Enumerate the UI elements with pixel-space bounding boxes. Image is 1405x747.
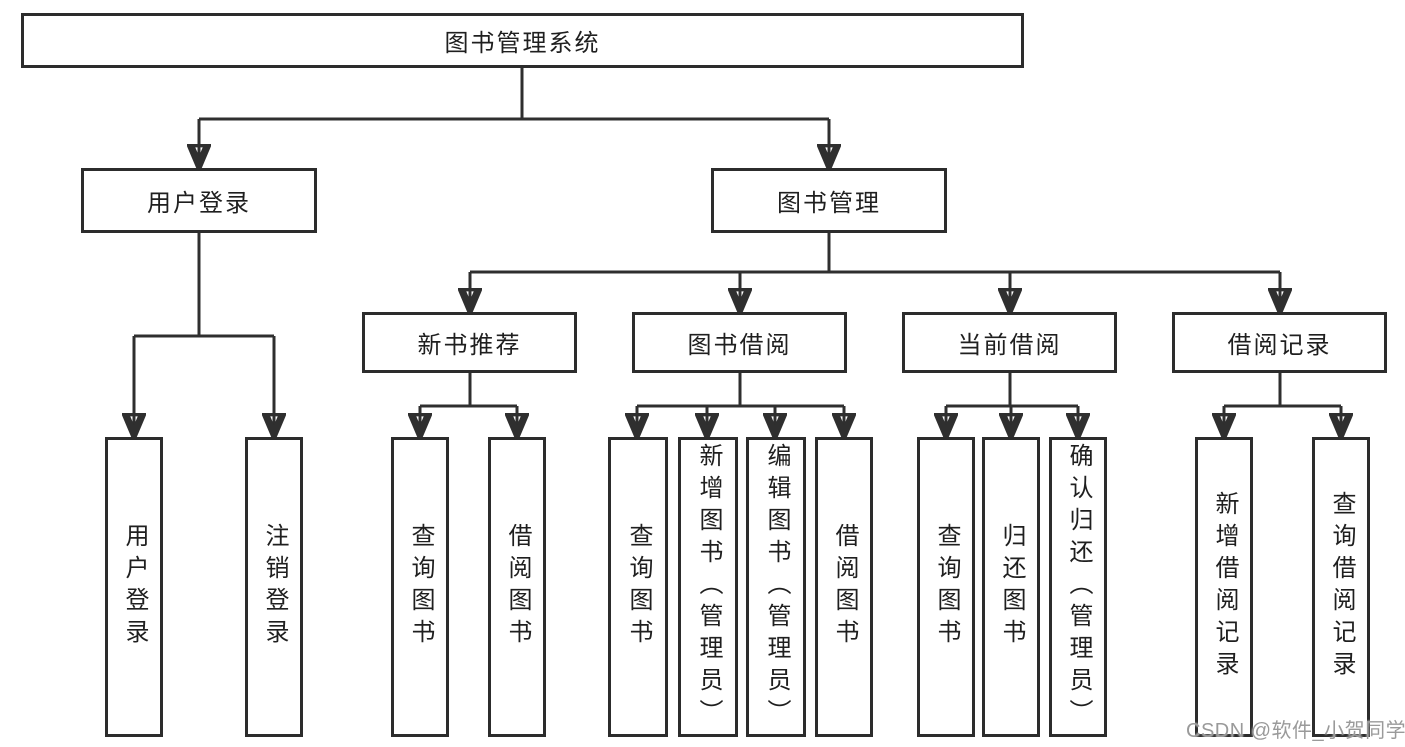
leaf-label: 确认归还（管理员） [1065, 443, 1092, 731]
leaf-return-books: 归还图书 [982, 437, 1040, 737]
node-label: 用户登录 [147, 190, 251, 217]
node-book-management: 图书管理 [711, 168, 947, 233]
node-label: 当前借阅 [957, 332, 1062, 359]
leaf-label: 注销登录 [261, 523, 288, 651]
leaf-label: 编辑图书（管理员） [763, 443, 790, 731]
node-label: 新书推荐 [417, 332, 522, 359]
leaf-user-login: 用户登录 [105, 437, 163, 737]
leaf-borrow-books-recommend: 借阅图书 [488, 437, 546, 737]
leaf-query-books-borrow: 查询图书 [608, 437, 668, 737]
leaf-label: 借阅图书 [504, 523, 531, 651]
leaf-query-books-recommend: 查询图书 [391, 437, 449, 737]
leaf-query-borrow-record: 查询借阅记录 [1312, 437, 1370, 737]
node-borrow-records: 借阅记录 [1172, 312, 1387, 373]
leaf-label: 用户登录 [121, 523, 148, 651]
leaf-label: 查询图书 [625, 523, 652, 651]
leaf-label: 查询图书 [407, 523, 434, 651]
node-library-management-system: 图书管理系统 [21, 13, 1024, 68]
leaf-label: 归还图书 [998, 523, 1025, 651]
leaf-add-borrow-record: 新增借阅记录 [1195, 437, 1253, 737]
leaf-add-books-admin: 新增图书（管理员） [678, 437, 738, 737]
node-label: 图书借阅 [687, 332, 792, 359]
node-label: 图书管理系统 [444, 30, 601, 57]
leaf-label: 借阅图书 [831, 523, 858, 651]
leaf-label: 查询图书 [933, 523, 960, 651]
leaf-label: 新增图书（管理员） [695, 443, 722, 731]
connector-root-to-level2 [199, 68, 829, 163]
node-new-book-recommend: 新书推荐 [362, 312, 577, 373]
connector-user-login-to-leaves [134, 233, 274, 432]
leaf-borrow-books: 借阅图书 [815, 437, 873, 737]
node-label: 图书管理 [777, 190, 881, 217]
leaf-query-books-current: 查询图书 [917, 437, 975, 737]
connector-current-borrow-to-leaves [946, 373, 1078, 432]
csdn-watermark: CSDN @软件_小贺同学 [1186, 720, 1405, 742]
connector-book-management-to-level3 [470, 233, 1280, 307]
node-current-borrow: 当前借阅 [902, 312, 1117, 373]
leaf-confirm-return-admin: 确认归还（管理员） [1049, 437, 1107, 737]
leaf-label: 查询借阅记录 [1328, 491, 1355, 683]
connector-book-borrow-to-leaves [637, 373, 844, 432]
node-user-login: 用户登录 [81, 168, 317, 233]
leaf-edit-books-admin: 编辑图书（管理员） [746, 437, 806, 737]
leaf-label: 新增借阅记录 [1211, 491, 1238, 683]
leaf-logout: 注销登录 [245, 437, 303, 737]
connector-borrow-records-to-leaves [1224, 373, 1341, 432]
node-book-borrow: 图书借阅 [632, 312, 847, 373]
node-label: 借阅记录 [1227, 332, 1332, 359]
connector-new-book-recommend-to-leaves [420, 373, 517, 432]
